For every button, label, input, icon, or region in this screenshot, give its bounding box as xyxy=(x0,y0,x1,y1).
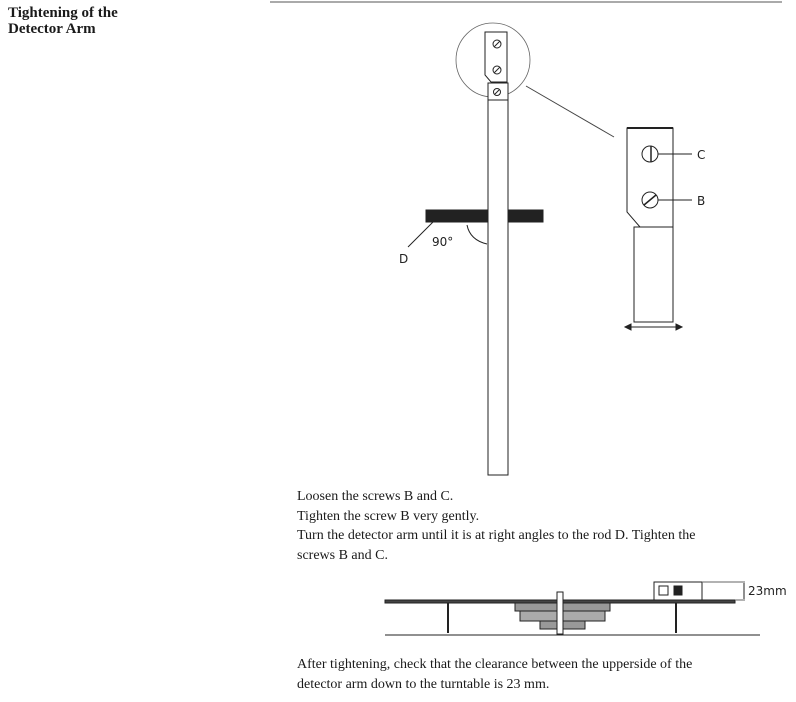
clearance-label: 23mm xyxy=(748,584,787,598)
label-c: C xyxy=(697,148,705,162)
note-line: detector arm down to the turntable is 23… xyxy=(297,676,550,692)
angle-label: 90° xyxy=(432,235,453,249)
rod-d xyxy=(425,209,489,223)
instruction-line: screws B and C. xyxy=(297,547,388,563)
instructions: Loosen the screws B and C. Tighten the s… xyxy=(297,487,695,565)
label-d: D xyxy=(399,252,408,266)
note: After tightening, check that the clearan… xyxy=(297,655,692,694)
note-line: After tightening, check that the clearan… xyxy=(297,657,693,672)
section-heading: Tightening of the Detector Arm xyxy=(8,5,118,37)
clearance-figure: 23mm xyxy=(384,581,787,636)
instruction-line: Loosen the screws B and C. xyxy=(297,489,454,504)
heading-line: Detector Arm xyxy=(8,21,96,37)
heading-line: Tightening of the xyxy=(8,5,118,21)
instruction-line: Turn the detector arm until it is at rig… xyxy=(297,528,696,543)
label-b: B xyxy=(697,194,705,208)
instruction-line: Tighten the screw B very gently. xyxy=(297,508,480,524)
detector-arm-figure: 90° D C B xyxy=(399,22,705,476)
